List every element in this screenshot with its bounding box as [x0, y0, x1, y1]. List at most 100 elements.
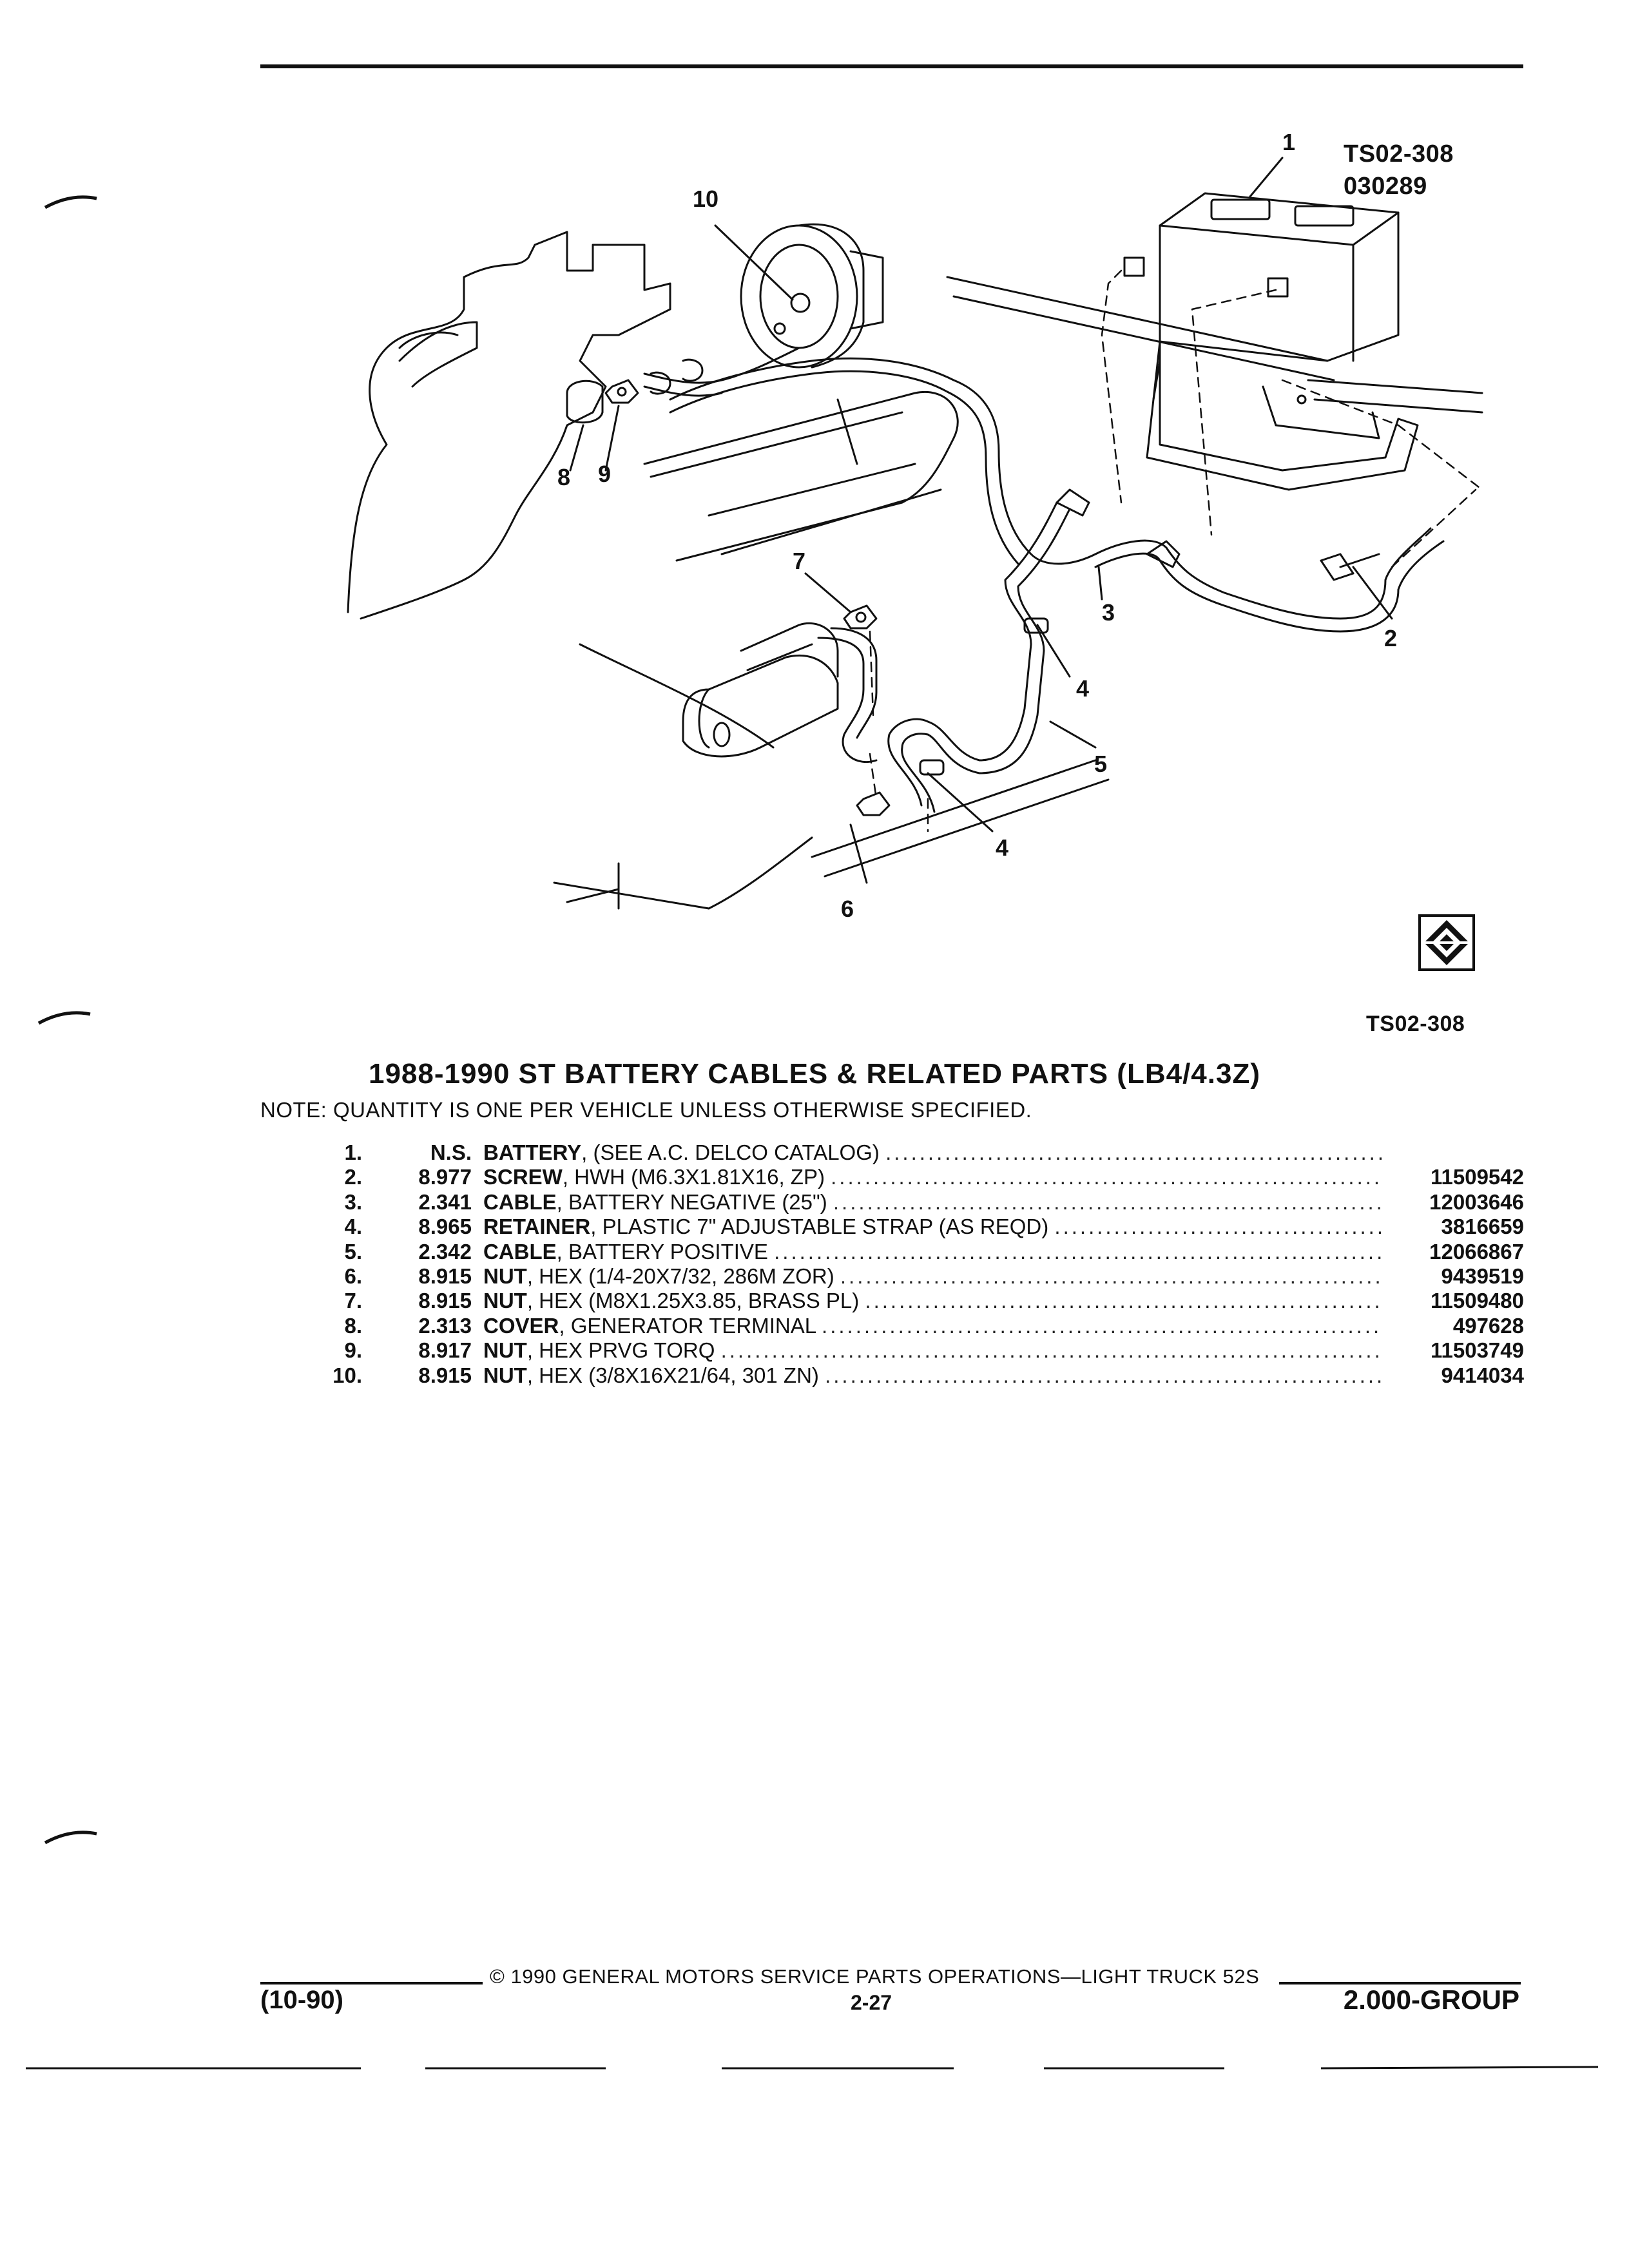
callout-4-lower: 4 [996, 834, 1009, 861]
nut-9-shape [604, 379, 639, 404]
group-number: 8.917 [418, 1338, 472, 1363]
revision-date: (10-90) [260, 1986, 343, 2014]
parts-row: 10. 8.915 NUT, HEX (3/8X16X21/64, 301 ZN… [322, 1363, 1524, 1388]
callout-6: 6 [841, 896, 854, 922]
part-name: NUT [483, 1338, 527, 1363]
part-name: NUT [483, 1289, 527, 1313]
negative-cable [1094, 527, 1432, 620]
part-name: BATTERY [483, 1140, 582, 1164]
item-number: 2. [344, 1165, 362, 1189]
battery [1159, 192, 1400, 362]
part-number: 497628 [1452, 1313, 1524, 1338]
generator-cable [669, 357, 1097, 565]
item-number: 4. [344, 1215, 362, 1239]
battery-tray [1146, 340, 1419, 491]
group-label: 2.000-GROUP [1343, 1984, 1519, 2015]
nut-6-shape [856, 791, 891, 816]
parts-row: 5. 2.342 CABLE, BATTERY POSITIVE .......… [322, 1240, 1524, 1264]
leader-dots: ........................................… [774, 1239, 1382, 1264]
page-title: 1988-1990 ST BATTERY CABLES & RELATED PA… [368, 1058, 1261, 1090]
part-description: SCREW, HWH (M6.3X1.81X16, ZP) ..........… [483, 1165, 1382, 1189]
part-name: CABLE [483, 1189, 557, 1214]
part-name: CABLE [483, 1239, 557, 1264]
parts-list: 1. N.S. BATTERY, (SEE A.C. DELCO CATALOG… [322, 1140, 1524, 1388]
part-name: RETAINER [483, 1215, 591, 1239]
group-number: N.S. [430, 1140, 472, 1164]
page-number: 2-27 [851, 1991, 892, 2014]
parts-row: 7. 8.915 NUT, HEX (M8X1.25X3.85, BRASS P… [322, 1289, 1524, 1313]
callout-8: 8 [557, 464, 571, 490]
diamond-logo-icon [1418, 914, 1475, 971]
callout-4-upper: 4 [1076, 675, 1090, 702]
part-number: 11509542 [1430, 1165, 1524, 1189]
ref-code-top: TS02-308 [1344, 140, 1454, 168]
part-name: NUT [483, 1363, 527, 1387]
callout-9: 9 [598, 461, 612, 487]
item-number: 9. [344, 1338, 362, 1363]
part-detail: , GENERATOR TERMINAL [559, 1313, 816, 1338]
leader-dots: ........................................… [825, 1363, 1382, 1387]
part-detail: , HWH (M6.3X1.81X16, ZP) [562, 1165, 825, 1189]
part-description: CABLE, BATTERY POSITIVE ................… [483, 1240, 1382, 1264]
part-detail: , HEX (M8X1.25X3.85, BRASS PL) [526, 1289, 860, 1313]
leader-dots: ........................................… [833, 1189, 1382, 1214]
generator [740, 224, 858, 369]
part-description: CABLE, BATTERY NEGATIVE (25") ..........… [483, 1190, 1382, 1215]
callout-2: 2 [1384, 625, 1398, 651]
leader-dots: ........................................… [840, 1264, 1382, 1288]
valve-cover [643, 391, 959, 562]
margin-marks [37, 195, 97, 1845]
top-rule [260, 64, 1523, 68]
part-name: SCREW [483, 1165, 563, 1189]
part-detail: , PLASTIC 7" ADJUSTABLE STRAP (AS REQD) [590, 1215, 1049, 1239]
group-number: 8.915 [418, 1363, 472, 1387]
part-detail: , BATTERY NEGATIVE (25") [556, 1189, 827, 1214]
bottom-scan-edge [26, 2066, 1599, 2070]
part-detail: , HEX PRVG TORQ [526, 1338, 715, 1363]
callout-1: 1 [1282, 129, 1296, 155]
parts-row: 6. 8.915 NUT, HEX (1/4-20X7/32, 286M ZOR… [322, 1264, 1524, 1289]
leader-dots: ........................................… [865, 1289, 1382, 1313]
leader-dots: ........................................… [822, 1313, 1382, 1338]
part-description: RETAINER, PLASTIC 7" ADJUSTABLE STRAP (A… [483, 1215, 1382, 1239]
leader-dots: ........................................… [720, 1338, 1382, 1363]
callout-7: 7 [793, 548, 806, 574]
leader-dots: ........................................… [831, 1165, 1382, 1189]
quantity-note: NOTE: QUANTITY IS ONE PER VEHICLE UNLESS… [260, 1098, 1032, 1122]
item-number: 7. [344, 1289, 362, 1313]
part-description: BATTERY, (SEE A.C. DELCO CATALOG) ......… [483, 1140, 1382, 1165]
part-description: COVER, GENERATOR TERMINAL ..............… [483, 1314, 1382, 1338]
footer-rule-right [1279, 1982, 1521, 1984]
part-description: NUT, HEX (3/8X16X21/64, 301 ZN) ........… [483, 1363, 1382, 1388]
group-number: 8.915 [418, 1264, 472, 1288]
copyright-line: © 1990 GENERAL MOTORS SERVICE PARTS OPER… [490, 1965, 1260, 1988]
part-number: 12003646 [1429, 1189, 1524, 1214]
leader-dots: ........................................… [885, 1140, 1382, 1164]
item-number: 8. [344, 1313, 362, 1338]
callout-10: 10 [693, 186, 719, 212]
item-number: 10. [333, 1363, 362, 1387]
part-detail: , (SEE A.C. DELCO CATALOG) [581, 1140, 880, 1164]
footer-rule-left [260, 1982, 483, 1984]
engine-outline [347, 231, 671, 620]
ref-code-bottom: TS02-308 [1366, 1012, 1465, 1036]
parts-row: 3. 2.341 CABLE, BATTERY NEGATIVE (25") .… [322, 1190, 1524, 1215]
group-number: 2.342 [418, 1239, 472, 1264]
item-number: 5. [344, 1239, 362, 1264]
group-number: 8.915 [418, 1289, 472, 1313]
parts-row: 4. 8.965 RETAINER, PLASTIC 7" ADJUSTABLE… [322, 1215, 1524, 1239]
part-detail: , HEX (3/8X16X21/64, 301 ZN) [526, 1363, 819, 1387]
part-number: 3816659 [1441, 1215, 1524, 1239]
positive-cable [887, 501, 1058, 807]
parts-row: 9. 8.917 NUT, HEX PRVG TORQ ............… [322, 1338, 1524, 1363]
group-number: 8.965 [418, 1215, 472, 1239]
callout-3: 3 [1102, 599, 1115, 626]
parts-row: 2. 8.977 SCREW, HWH (M6.3X1.81X16, ZP) .… [322, 1165, 1524, 1189]
part-description: NUT, HEX (1/4-20X7/32, 286M ZOR) .......… [483, 1264, 1382, 1289]
group-number: 2.313 [418, 1313, 472, 1338]
group-number: 8.977 [418, 1165, 472, 1189]
nut-7-shape [843, 604, 878, 629]
part-detail: , HEX (1/4-20X7/32, 286M ZOR) [526, 1264, 834, 1288]
parts-row: 8. 2.313 COVER, GENERATOR TERMINAL .....… [322, 1314, 1524, 1338]
ref-date: 030289 [1344, 173, 1427, 200]
